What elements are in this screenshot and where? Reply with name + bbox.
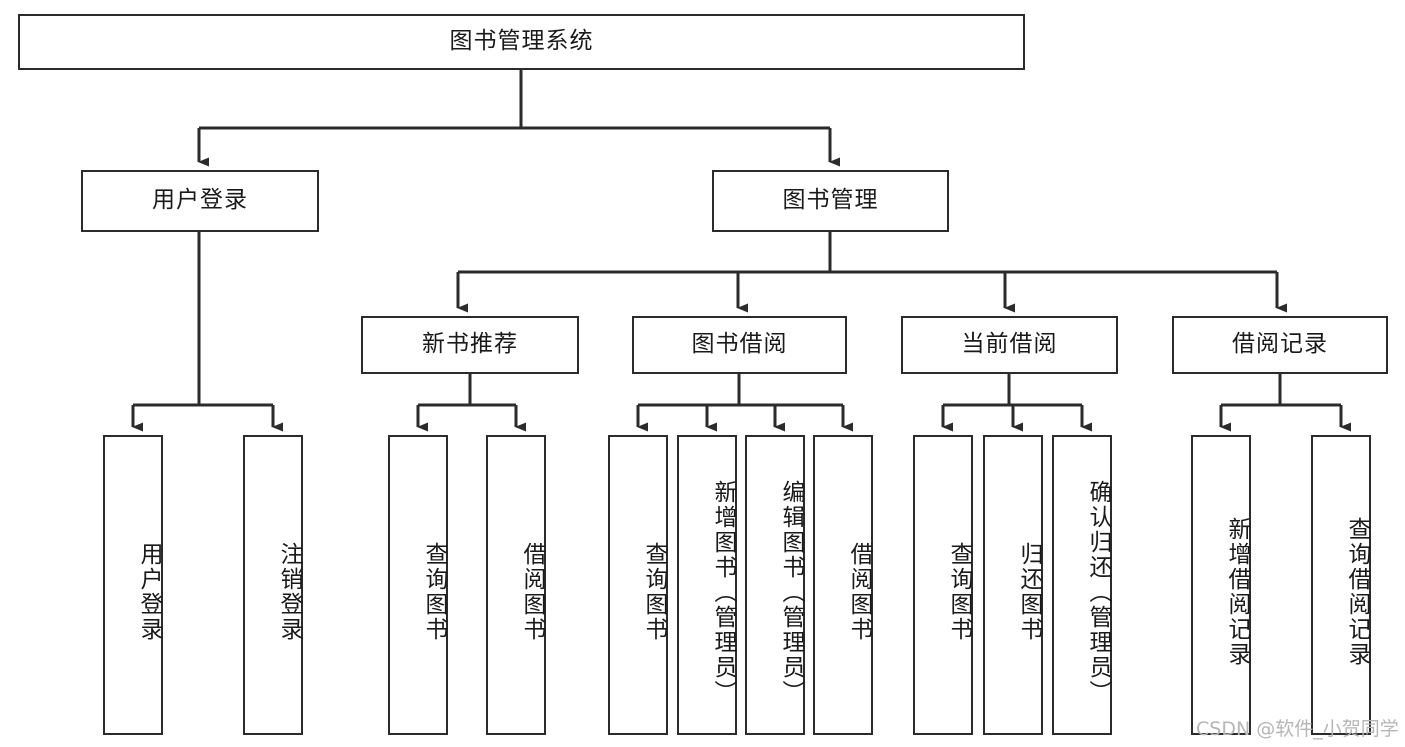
node-label: 借阅图书 (519, 542, 545, 642)
edge-group-root (197, 70, 840, 167)
node-current-borrow[interactable]: 当前借阅 (901, 316, 1118, 374)
node-label: 注销登录 (276, 542, 302, 642)
node-label: 图书管理系统 (449, 28, 594, 55)
node-label: 查询图书 (421, 542, 447, 642)
edge-group-user-login (131, 232, 283, 432)
leaf-return-book[interactable]: 归还图书 (983, 435, 1043, 735)
leaf-add-borrow-record[interactable]: 新增借阅记录 (1191, 435, 1251, 735)
leaf-query-borrow-record[interactable]: 查询借阅记录 (1311, 435, 1371, 735)
node-root-system[interactable]: 图书管理系统 (18, 14, 1025, 70)
leaf-logout-login[interactable]: 注销登录 (243, 435, 303, 735)
edge-group-new-books (416, 374, 526, 432)
node-user-login[interactable]: 用户登录 (81, 170, 319, 232)
leaf-confirm-return-admin[interactable]: 确认归还（管理员） (1052, 435, 1112, 735)
edge-group-borrow-record (1219, 374, 1351, 432)
node-label: 新增借阅记录 (1224, 517, 1250, 667)
node-label: 图书借阅 (691, 331, 788, 358)
node-label: 查询图书 (641, 542, 667, 642)
node-label: 借阅图书 (846, 542, 872, 642)
node-label: 用户登录 (136, 542, 162, 642)
node-label: 图书管理 (782, 187, 879, 214)
node-book-borrow[interactable]: 图书借阅 (632, 316, 847, 374)
node-label: 借阅记录 (1232, 331, 1328, 358)
leaf-borrow-book[interactable]: 借阅图书 (813, 435, 873, 735)
leaf-add-book-admin[interactable]: 新增图书（管理员） (677, 435, 737, 735)
leaf-user-login[interactable]: 用户登录 (103, 435, 163, 735)
edge-group-book-management (456, 232, 1287, 313)
node-label: 当前借阅 (961, 331, 1058, 358)
leaf-query-book-borrow[interactable]: 查询图书 (608, 435, 668, 735)
node-borrow-record[interactable]: 借阅记录 (1172, 316, 1388, 374)
edge-group-book-borrow (636, 374, 853, 432)
node-label: 新书推荐 (422, 331, 518, 358)
leaf-borrow-book-new[interactable]: 借阅图书 (486, 435, 546, 735)
leaf-query-book-current[interactable]: 查询图书 (913, 435, 973, 735)
node-label: 编辑图书（管理员） (778, 479, 804, 705)
leaf-edit-book-admin[interactable]: 编辑图书（管理员） (745, 435, 805, 735)
csdn-watermark: CSDN @软件_小贺同学 (1196, 718, 1399, 740)
node-label: 用户登录 (152, 187, 248, 214)
node-label: 查询图书 (946, 542, 972, 642)
node-label: 确认归还（管理员） (1085, 479, 1111, 705)
node-label: 查询借阅记录 (1344, 517, 1370, 667)
node-label: 新增图书（管理员） (710, 479, 736, 705)
leaf-query-book-new[interactable]: 查询图书 (388, 435, 448, 735)
node-label: 归还图书 (1016, 542, 1042, 642)
edge-group-current-borrow (941, 374, 1092, 432)
node-book-management[interactable]: 图书管理 (712, 170, 949, 232)
node-new-book-recommend[interactable]: 新书推荐 (361, 316, 579, 374)
